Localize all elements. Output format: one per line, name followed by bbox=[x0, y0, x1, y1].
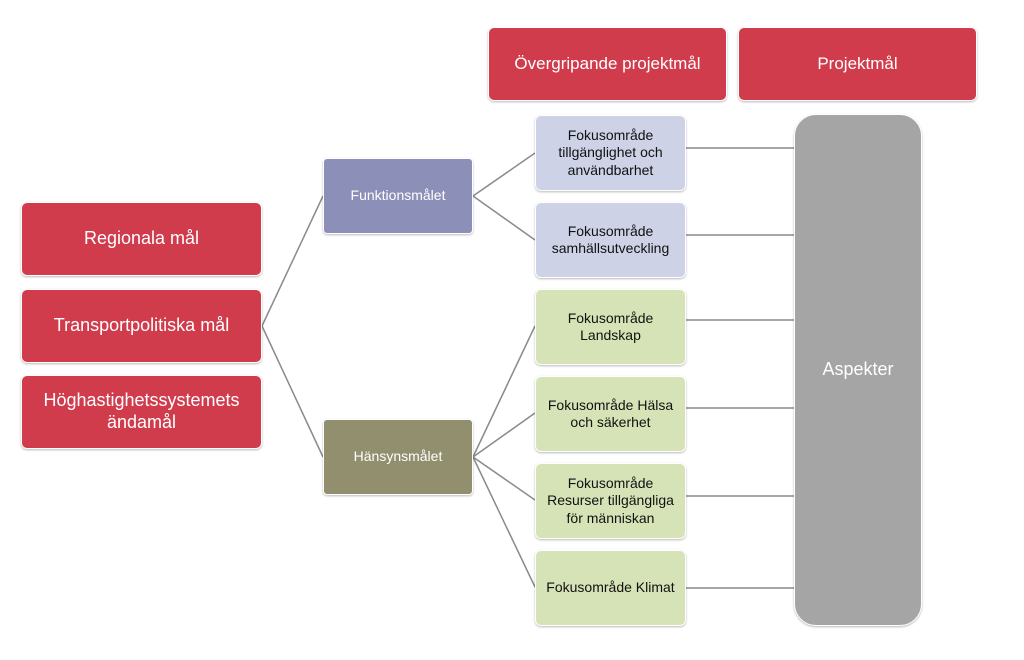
aspekter-label: Aspekter bbox=[822, 359, 894, 380]
connector-hansyn-focus6 bbox=[472, 456, 536, 588]
focus-halsa-label: Fokusområde Hälsa och säkerhet bbox=[547, 396, 674, 430]
focus-klimat-label: Fokusområde Klimat bbox=[546, 579, 675, 596]
focus-tillganglighet: Fokusområde tillgänglighet och användbar… bbox=[535, 115, 686, 191]
goal-hansynsmalet-label: Hänsynsmålet bbox=[353, 448, 443, 465]
goal-funktionsmalet: Funktionsmålet bbox=[323, 158, 473, 234]
header-projektmal-label: Projektmål bbox=[817, 53, 898, 73]
connector-funktion-focus2 bbox=[472, 195, 536, 241]
header-projektmal: Projektmål bbox=[738, 27, 977, 101]
focus-resurser-label: Fokusområde Resurser tillgängliga för mä… bbox=[547, 475, 674, 526]
aspekter-block: Aspekter bbox=[794, 114, 922, 626]
connector-hansyn-focus5 bbox=[472, 456, 536, 501]
header-overgripande-label: Övergripande projektmål bbox=[514, 53, 701, 73]
goal-hansynsmalet: Hänsynsmålet bbox=[323, 419, 473, 495]
focus-klimat: Fokusområde Klimat bbox=[535, 550, 686, 626]
connector-hansyn-focus4 bbox=[472, 412, 536, 458]
focus-samhallsutveckling: Fokusområde samhällsutveckling bbox=[535, 202, 686, 278]
focus-halsa-sakerhet: Fokusområde Hälsa och säkerhet bbox=[535, 376, 686, 452]
connector-transport-hansyn bbox=[261, 325, 324, 458]
goal-hoghastighetssystemets-andamal: Höghastighetssystemets ändamål bbox=[21, 375, 262, 449]
goal-transportpolitiska-mal: Transportpolitiska mål bbox=[21, 289, 262, 363]
connector-funktion-focus1 bbox=[472, 152, 536, 197]
goal-funktionsmalet-label: Funktionsmålet bbox=[350, 187, 446, 204]
focus-landskap: Fokusområde Landskap bbox=[535, 289, 686, 365]
goal-transportpolitiska-label: Transportpolitiska mål bbox=[53, 315, 230, 336]
focus-samhallsutveckling-label: Fokusområde samhällsutveckling bbox=[551, 222, 670, 256]
goal-hoghastighet-label: Höghastighetssystemets ändamål bbox=[43, 390, 240, 432]
header-overgripande-projektmal: Övergripande projektmål bbox=[488, 27, 727, 101]
goal-regionala-mal: Regionala mål bbox=[21, 202, 262, 276]
focus-landskap-label: Fokusområde Landskap bbox=[567, 309, 654, 343]
goal-regionala-label: Regionala mål bbox=[83, 228, 200, 249]
focus-resurser: Fokusområde Resurser tillgängliga för mä… bbox=[535, 463, 686, 539]
focus-tillganglighet-label: Fokusområde tillgänglighet och användbar… bbox=[558, 127, 663, 178]
connector-transport-funktion bbox=[261, 195, 324, 327]
connector-hansyn-focus3 bbox=[472, 325, 536, 458]
